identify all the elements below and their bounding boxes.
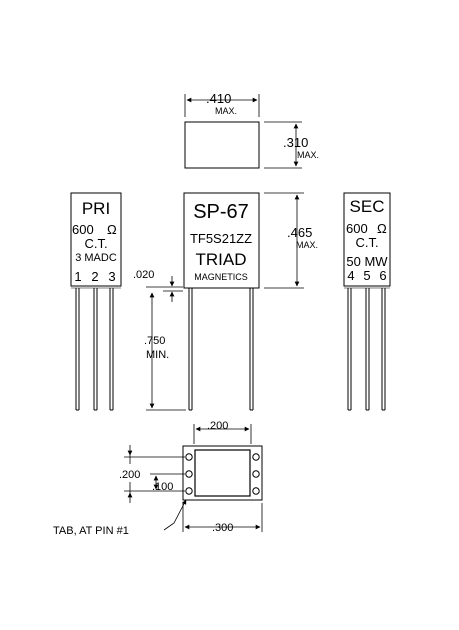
- ohm-icon: Ω: [377, 221, 387, 236]
- pin-hole: [252, 453, 260, 461]
- top-view: [184, 94, 302, 169]
- bottom-view: [124, 424, 263, 532]
- bottom-core: [194, 449, 251, 497]
- brand-name: TRIAD: [196, 250, 247, 269]
- top-width-note: MAX.: [215, 106, 237, 116]
- primary-tap: C.T.: [84, 236, 107, 251]
- lead-length-dim: .750: [144, 335, 165, 347]
- pin-label: 4: [347, 268, 354, 283]
- primary-title: PRI: [82, 199, 110, 218]
- bottom-outline: [182, 445, 263, 501]
- secondary-impedance: 600: [346, 221, 368, 236]
- secondary-tap: C.T.: [355, 235, 378, 250]
- top-depth-dim: .310: [283, 135, 308, 150]
- primary-side-view: [70, 192, 122, 411]
- brand-sub: MAGNETICS: [194, 272, 248, 282]
- tab-note: TAB, AT PIN #1: [53, 525, 129, 537]
- pin-label: 2: [91, 269, 98, 284]
- pin-hole: [185, 453, 193, 461]
- part-number: TF5S21ZZ: [190, 231, 252, 246]
- pin-hole: [185, 470, 193, 478]
- pin-hole: [252, 487, 260, 495]
- tab-leader: [163, 499, 187, 531]
- secondary-side-view: [343, 192, 391, 411]
- ohm-icon: Ω: [107, 222, 117, 237]
- pin-label: 1: [74, 269, 81, 284]
- top-view-body: [184, 121, 260, 169]
- pin-label: 6: [379, 268, 386, 283]
- pin-label: 5: [363, 268, 370, 283]
- secondary-title: SEC: [350, 197, 385, 216]
- height-dim: .465: [287, 225, 312, 240]
- footprint-dim: .300: [212, 522, 233, 534]
- standoff-dim: .020: [133, 269, 154, 281]
- primary-current: 3 MADC: [75, 252, 117, 264]
- body-front-view: [146, 192, 304, 411]
- top-depth-note: MAX.: [297, 150, 319, 160]
- pin-spacing-dim: .200: [207, 420, 228, 432]
- row-spacing-dim: .200: [119, 469, 140, 481]
- primary-impedance: 600: [72, 222, 94, 237]
- top-width-dim: .410: [206, 91, 231, 106]
- secondary-power: 50 MW: [346, 254, 388, 269]
- pin-hole: [185, 487, 193, 495]
- pin-label: 3: [108, 269, 115, 284]
- model-number: SP-67: [193, 201, 249, 223]
- pin-hole: [252, 470, 260, 478]
- lead-length-note: MIN.: [146, 349, 169, 361]
- height-note: MAX.: [296, 240, 318, 250]
- pin-pitch-dim: .100: [152, 481, 173, 493]
